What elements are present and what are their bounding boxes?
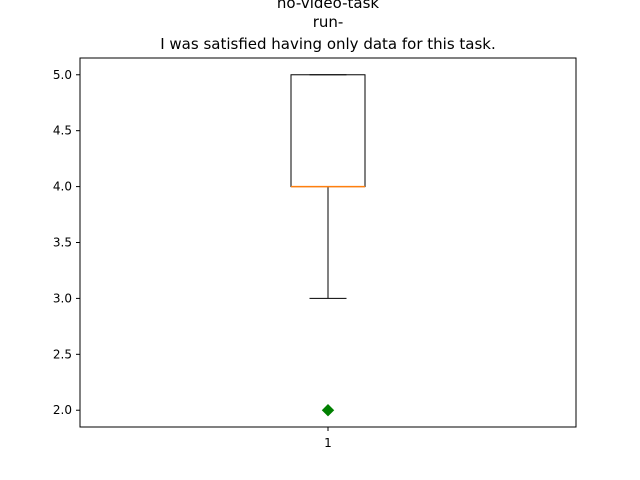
x-tick-label: 1 <box>324 436 332 450</box>
y-tick-label: 3.5 <box>53 236 72 250</box>
plot-area: 2.0 2.5 3.0 3.5 4.0 4.5 5.0 1 <box>53 68 366 450</box>
iqr-box <box>290 74 366 188</box>
axes-frame <box>79 57 577 428</box>
outlier-point <box>321 404 335 417</box>
y-tick-label: 2.0 <box>53 403 72 417</box>
y-tick-label: 3.0 <box>53 291 72 305</box>
y-tick-label: 5.0 <box>53 68 72 82</box>
chart-title-line-3: I was satisfied having only data for thi… <box>160 35 496 53</box>
chart-title-line-1: no-video-task <box>277 0 380 12</box>
chart-title-line-2: run- <box>313 13 344 31</box>
y-tick-label: 4.0 <box>53 180 72 194</box>
y-tick-label: 4.5 <box>53 124 72 138</box>
y-tick-label: 2.5 <box>53 347 72 361</box>
